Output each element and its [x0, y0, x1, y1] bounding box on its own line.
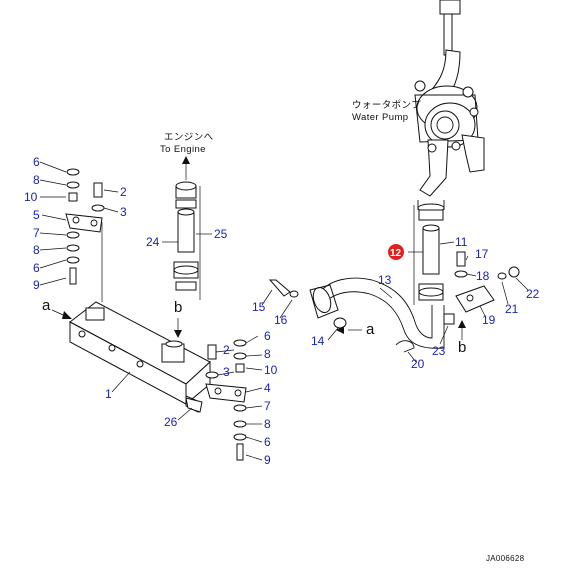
clip-23 — [443, 313, 455, 325]
callout-11[interactable]: 11 — [455, 235, 468, 249]
bracket-19 — [455, 285, 495, 313]
bolt-17-washer-18 — [454, 251, 468, 278]
ref-arrow-a-right-icon — [336, 326, 362, 334]
callout-1[interactable]: 1 — [105, 387, 112, 401]
water-pump-label-en: Water Pump — [352, 112, 408, 123]
bolt-15 — [268, 279, 299, 298]
to-engine-arrow-icon — [182, 156, 190, 180]
callout-6[interactable]: 6 — [33, 261, 40, 275]
water-pump-label-jp: ウォータポンプ — [352, 100, 421, 111]
callout-8[interactable]: 8 — [264, 417, 271, 431]
callout-9[interactable]: 9 — [264, 453, 271, 467]
callout-3[interactable]: 3 — [120, 205, 127, 219]
callout-21[interactable]: 21 — [505, 302, 519, 316]
callout-20[interactable]: 20 — [411, 357, 425, 371]
callout-19[interactable]: 19 — [482, 313, 496, 327]
cooler-body-1 — [69, 301, 211, 413]
callout-8[interactable]: 8 — [33, 243, 40, 257]
callout-12[interactable]: 12 — [390, 248, 402, 259]
callout-2[interactable]: 2 — [120, 185, 127, 199]
callout-10[interactable]: 10 — [24, 190, 38, 204]
callout-7[interactable]: 7 — [264, 399, 271, 413]
callout-10[interactable]: 10 — [264, 363, 278, 377]
ref-letter-a: a — [42, 297, 51, 314]
callout-6[interactable]: 6 — [264, 329, 271, 343]
to-engine-label-jp: エンジンへ — [164, 132, 214, 143]
to-engine-label-en: To Engine — [160, 144, 206, 155]
washer-stack-right — [205, 339, 247, 461]
callout-17[interactable]: 17 — [475, 247, 489, 261]
ref-letter-b: b — [458, 339, 466, 356]
callout-18[interactable]: 18 — [476, 269, 490, 283]
clip-26 — [185, 397, 203, 413]
ref-letter-b: b — [174, 299, 182, 316]
callout-24[interactable]: 24 — [146, 235, 160, 249]
ref-letter-a: a — [366, 321, 375, 338]
hose-24 — [173, 181, 201, 300]
callout-3[interactable]: 3 — [223, 365, 230, 379]
callout-5[interactable]: 5 — [33, 208, 40, 222]
bracket-5 — [65, 213, 103, 233]
callout-15[interactable]: 15 — [252, 300, 266, 314]
drawing-id: JA006628 — [486, 554, 525, 563]
callout-6[interactable]: 6 — [33, 155, 40, 169]
callout-25[interactable]: 25 — [214, 227, 228, 241]
ref-arrow-a-left-icon — [51, 309, 72, 319]
pipe-13 — [309, 277, 445, 349]
callout-14[interactable]: 14 — [311, 334, 325, 348]
callout-16[interactable]: 16 — [274, 313, 288, 327]
clamp-20 — [395, 340, 415, 353]
callout-26[interactable]: 26 — [164, 415, 178, 429]
callout-13[interactable]: 13 — [378, 273, 392, 287]
hose-11 — [413, 200, 445, 305]
ref-arrow-b-right-icon — [458, 320, 466, 340]
callout-23[interactable]: 23 — [432, 344, 446, 358]
washer-stack-left — [66, 168, 105, 285]
callout-4[interactable]: 4 — [264, 381, 271, 395]
callout-2[interactable]: 2 — [223, 343, 230, 357]
callout-12-badge[interactable]: 12 — [388, 244, 404, 260]
leader-lines — [39, 161, 529, 461]
bracket-4 — [205, 383, 247, 403]
ref-arrow-b-left-icon — [174, 318, 182, 338]
callout-8[interactable]: 8 — [264, 347, 271, 361]
callout-6[interactable]: 6 — [264, 435, 271, 449]
nut-21-22 — [497, 266, 520, 280]
water-pump — [414, 0, 485, 197]
callout-9[interactable]: 9 — [33, 278, 40, 292]
gasket-14 — [333, 317, 347, 329]
callout-7[interactable]: 7 — [33, 226, 40, 240]
callout-8[interactable]: 8 — [33, 173, 40, 187]
callout-22[interactable]: 22 — [526, 287, 540, 301]
